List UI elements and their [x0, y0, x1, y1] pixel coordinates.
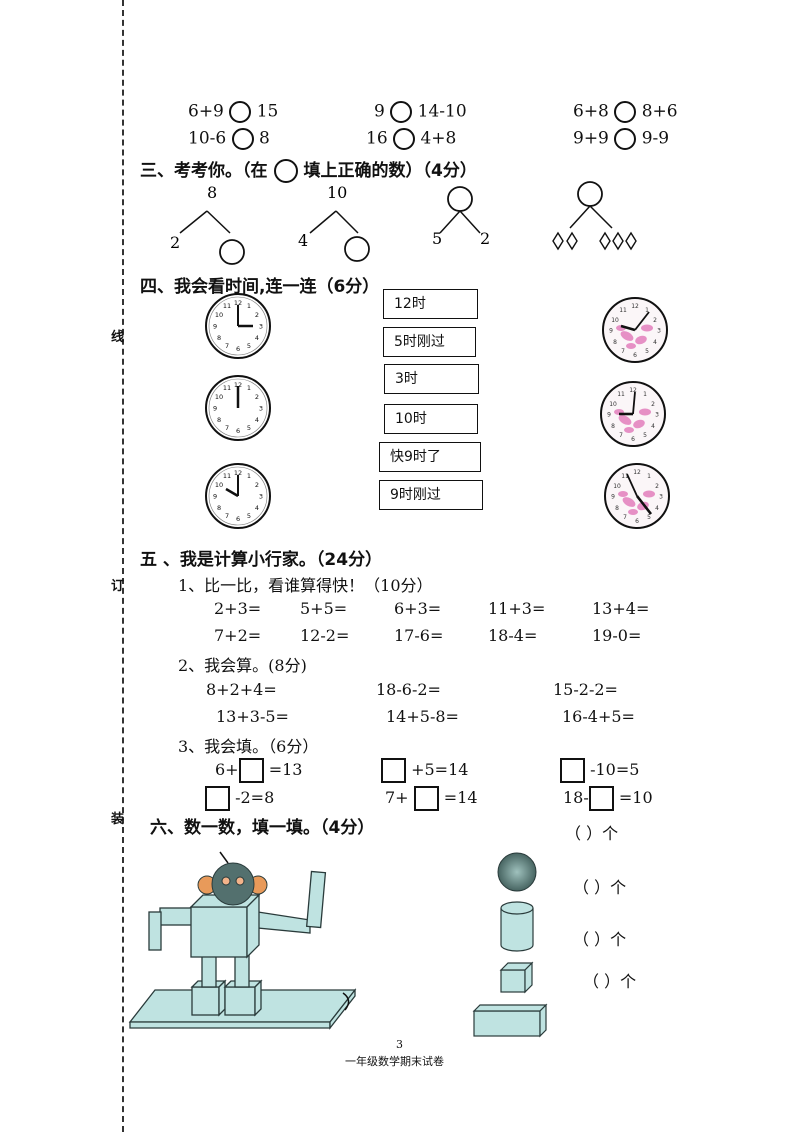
calc-item: 11+3= — [488, 599, 546, 618]
tree2-top: 10 — [327, 183, 347, 202]
side-label-line: 线 — [111, 330, 125, 345]
cylinder-icon — [500, 901, 534, 952]
tree2-left: 4 — [298, 231, 308, 250]
compare-item: 10-6 8 — [188, 128, 270, 150]
compare-circle[interactable] — [393, 128, 416, 150]
fill-box[interactable] — [381, 758, 406, 783]
flower-clock-9-oclock-icon — [600, 381, 666, 447]
section6-title: 六、数一数，填一填。（4分） — [150, 818, 375, 838]
clock-10-oclock-icon — [205, 463, 271, 529]
flower-clock-before-9-icon — [604, 463, 670, 529]
compare-item: 6+8 8+6 — [573, 101, 678, 123]
page-number: 3 — [396, 1038, 403, 1051]
sub2-title: 2、我会算。(8分) — [178, 656, 307, 675]
calc-item: 2+3= — [214, 599, 262, 618]
robot-foot-cube — [224, 986, 256, 1016]
time-label-box[interactable]: 12时 — [383, 289, 478, 319]
footer-caption: 一年级数学期末试卷 — [345, 1055, 444, 1068]
calc-item: 17-6= — [394, 626, 444, 645]
calc-item: 7+2= — [214, 626, 262, 645]
calc-item: 8+2+4= — [206, 680, 277, 699]
compare-item: 16 4+8 — [366, 128, 457, 150]
compare-item: 9+9 9-9 — [573, 128, 670, 150]
section3-title: 三、考考你。（在填上正确的数）（4分） — [140, 159, 477, 183]
fill-item: +5=14 — [381, 758, 468, 783]
clock-12-oclock-icon — [205, 375, 271, 441]
robot-figure — [128, 851, 357, 1030]
cuboid-icon — [472, 1003, 548, 1038]
shape-legend — [472, 852, 548, 1038]
compare-item: 6+9 15 — [188, 101, 279, 123]
fill-box[interactable] — [205, 786, 230, 811]
tree1-answer-circle[interactable] — [219, 239, 245, 265]
calc-item: 6+3= — [394, 599, 442, 618]
cube-icon — [499, 961, 534, 994]
calc-item: 5+5= — [300, 599, 348, 618]
robot-head-sphere — [211, 862, 255, 906]
time-label-box[interactable]: 3时 — [384, 364, 479, 394]
fill-box[interactable] — [588, 786, 614, 811]
count-blank[interactable]: （ ）个 — [583, 972, 637, 991]
calc-item: 13+4= — [592, 599, 650, 618]
compare-item: 9 14-10 — [374, 101, 467, 123]
compare-circle[interactable] — [390, 101, 413, 123]
tree1-top: 8 — [207, 183, 217, 202]
calc-item: 13+3-5= — [216, 707, 289, 726]
tree3-right: 2 — [480, 229, 490, 248]
time-label-box[interactable]: 快9时了 — [379, 442, 481, 472]
side-label-order: 订 — [111, 579, 125, 594]
sphere-icon — [497, 852, 537, 892]
fill-item: -10=5 — [560, 758, 639, 783]
count-blank[interactable]: （ ）个 — [565, 824, 619, 843]
tree4-answer-circle[interactable] — [577, 181, 603, 207]
flower-clocks: 1212 345 678 91011 — [600, 297, 670, 529]
section4-title: 四、我会看时间,连一连（6分） — [140, 277, 380, 297]
compare-circle[interactable] — [231, 128, 254, 150]
flower-clock-5-oclock-icon — [602, 297, 668, 363]
tree1-left: 2 — [170, 233, 180, 252]
calc-item: 18-4= — [488, 626, 538, 645]
fill-box[interactable] — [238, 758, 264, 783]
compare-circle[interactable] — [614, 128, 637, 150]
compare-circle[interactable] — [614, 101, 637, 123]
robot-body-cube — [190, 906, 248, 958]
tree2-answer-circle[interactable] — [344, 236, 370, 262]
count-blank[interactable]: （ ）个 — [573, 930, 627, 949]
calc-item: 15-2-2= — [553, 680, 618, 699]
calc-item: 18-6-2= — [376, 680, 441, 699]
fill-box[interactable] — [560, 758, 585, 783]
count-blank[interactable]: （ ）个 — [573, 878, 627, 897]
number-bond-trees: 8 2 10 4 5 2 — [170, 181, 637, 265]
section5-title: 五 、我是计算小行家。（24分） — [140, 550, 383, 570]
time-label-box[interactable]: 10时 — [384, 404, 478, 434]
calc-item: 16-4+5= — [562, 707, 635, 726]
time-label-box[interactable]: 9时刚过 — [379, 480, 483, 510]
tree3-left: 5 — [432, 229, 442, 248]
sub1-title: 1、比一比，看谁算得快！（10分） — [178, 576, 433, 595]
diamond-shapes-icon — [552, 231, 637, 251]
compare-circle[interactable] — [229, 101, 252, 123]
time-label-box[interactable]: 5时刚过 — [383, 327, 476, 357]
title-circle-icon — [273, 159, 298, 183]
side-label-bind: 装 — [111, 812, 125, 827]
fill-item: 6+ =13 — [215, 758, 302, 783]
fill-item: -2=8 — [205, 786, 274, 811]
fill-box[interactable] — [413, 786, 439, 811]
calc-item: 14+5-8= — [386, 707, 459, 726]
sub3-title: 3、我会填。（6分） — [178, 737, 319, 756]
binding-dashed-line — [122, 0, 124, 1132]
robot-foot-cube — [191, 986, 220, 1016]
tree3-answer-circle[interactable] — [447, 186, 473, 212]
plain-clocks: 1212 345 678 91011 — [205, 293, 271, 529]
calc-item: 12-2= — [300, 626, 350, 645]
calc-item: 19-0= — [592, 626, 642, 645]
clock-3-oclock-icon — [205, 293, 271, 359]
fill-item: 18- =10 — [563, 786, 653, 811]
fill-item: 7+ =14 — [385, 786, 478, 811]
